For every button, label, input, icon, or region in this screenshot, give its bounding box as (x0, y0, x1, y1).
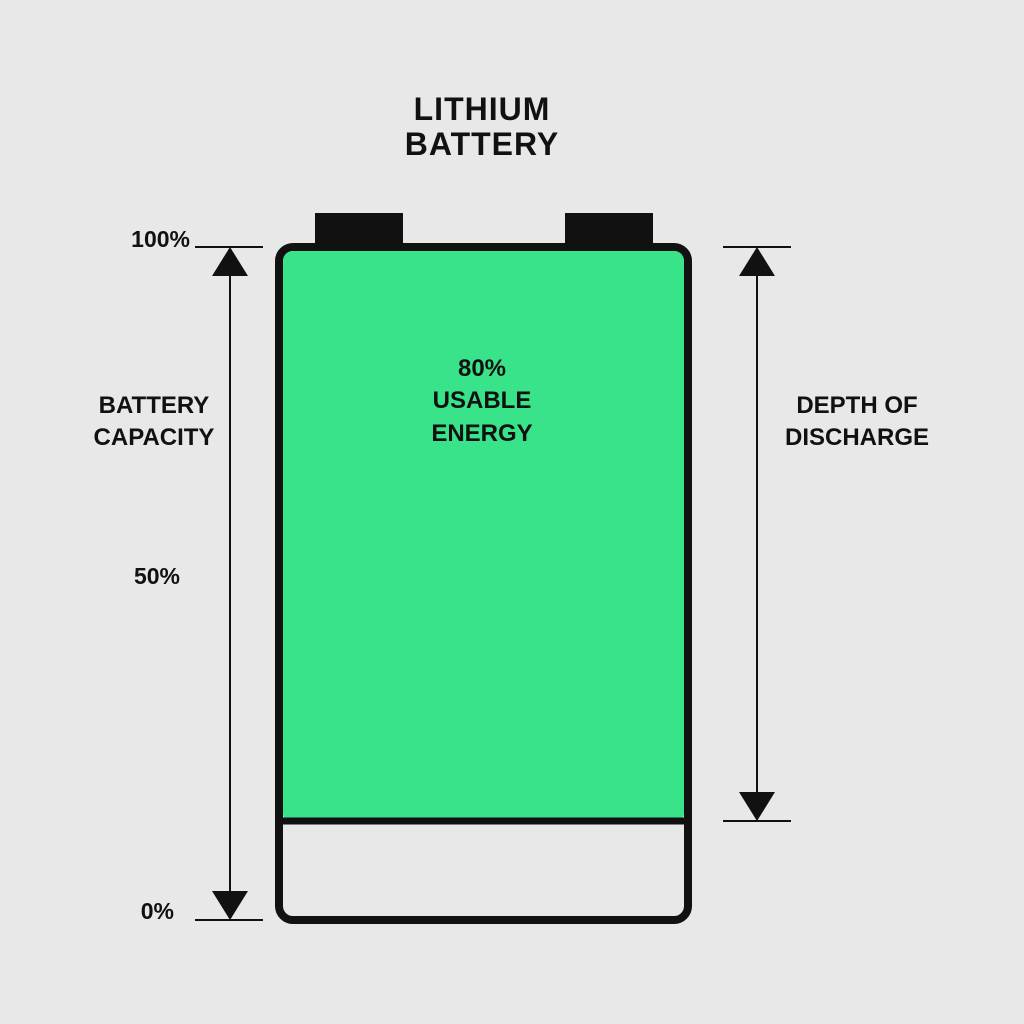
depth-of-discharge-label: DEPTH OF DISCHARGE (762, 390, 952, 455)
usable-energy-percent: 80% (457, 355, 507, 382)
battery-capacity-label: BATTERY CAPACITY (64, 390, 244, 455)
depth-of-discharge-line-2: DISCHARGE (784, 424, 929, 452)
usable-energy-label: 80% USABLE ENERGY (382, 353, 582, 450)
usable-energy-line-3: ENERGY (431, 419, 533, 447)
capacity-tick-0-label: 0% (140, 898, 174, 924)
title-line-2: BATTERY (404, 125, 560, 162)
dod-arrow-down-head (739, 792, 775, 821)
title-line-1: LITHIUM (413, 91, 551, 127)
battery-capacity-line-1: BATTERY (98, 392, 210, 419)
battery-capacity-line-2: CAPACITY (93, 424, 215, 452)
capacity-tick-100-label: 100% (131, 226, 190, 252)
capacity-tick-50-label: 50% (133, 563, 180, 589)
depth-of-discharge-line-1: DEPTH OF (796, 392, 918, 419)
capacity-arrow-up-head (212, 247, 248, 276)
diagram-title: LITHIUM BATTERY (362, 92, 602, 161)
capacity-arrow-down-head (212, 891, 248, 920)
usable-energy-fill (283, 251, 684, 823)
usable-energy-line-2: USABLE (432, 387, 532, 415)
dod-arrow-up-head (739, 247, 775, 276)
